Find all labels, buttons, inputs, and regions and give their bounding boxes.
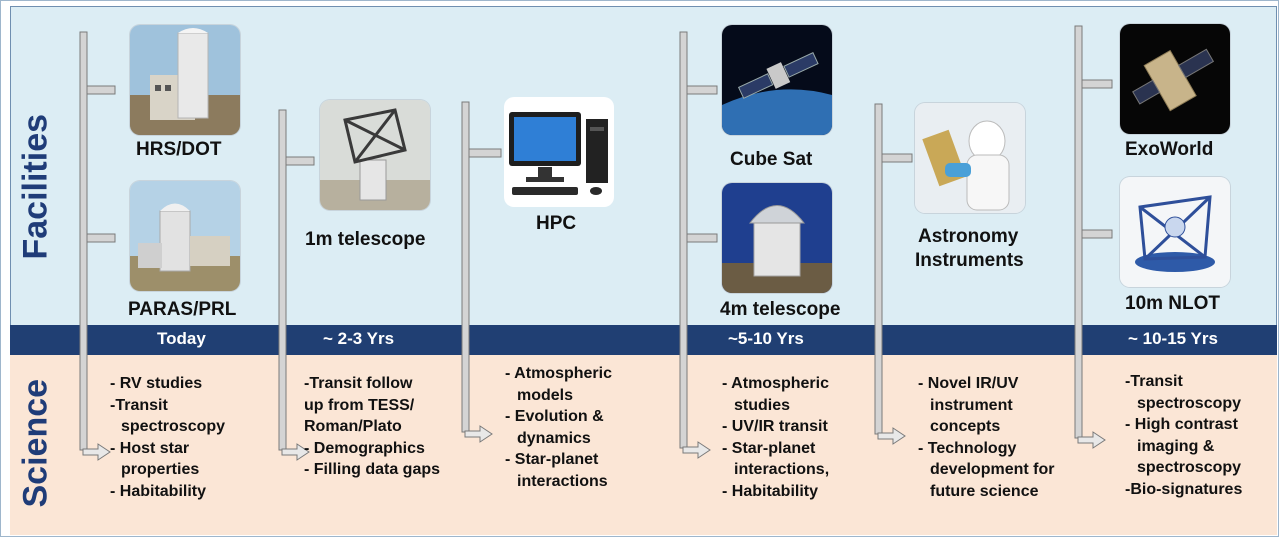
astronomy-instruments-line1: Astronomy (918, 226, 1019, 247)
hrs-dot-image (130, 25, 240, 135)
list-item: - Habitability (722, 482, 819, 500)
astronomy-instruments-label: Astronomy Instruments (915, 225, 1024, 273)
list-item: - Evolution & (505, 408, 604, 425)
timeline-5-10-yrs: ~5-10 Yrs (728, 329, 804, 348)
cube-sat-image (722, 25, 832, 135)
list-item: imaging & (1137, 437, 1215, 455)
science-list-instruments: - Novel IR/UV instrument concepts - Tech… (918, 373, 1054, 502)
paras-prl-label: PARAS/PRL (128, 299, 237, 320)
nlot-label: 10m NLOT (1125, 293, 1221, 314)
science-list-2-3-yrs: -Transit follow up from TESS/ Roman/Plat… (304, 373, 440, 481)
astronomy-instruments-line2: Instruments (915, 250, 1024, 271)
list-item: -Transit follow (304, 375, 413, 392)
timeline-today: Today (157, 329, 206, 348)
one-m-telescope-label: 1m telescope (305, 229, 426, 250)
exoworld-label: ExoWorld (1125, 139, 1214, 160)
list-item: dynamics (517, 429, 591, 447)
cube-sat-label: Cube Sat (730, 149, 813, 170)
timeline-10-15-yrs: ~ 10-15 Yrs (1128, 329, 1218, 348)
list-item: up from TESS/ (304, 396, 415, 414)
list-item: - RV studies (110, 375, 203, 392)
hpc-label: HPC (536, 213, 577, 234)
astronomy-instruments-image (915, 103, 1025, 213)
science-panel (10, 355, 1277, 535)
list-item: Roman/Plato (304, 418, 402, 435)
list-item: studies (734, 396, 791, 414)
list-item: - Technology (918, 439, 1017, 457)
nlot-image (1120, 177, 1230, 287)
list-item: - Atmospheric (722, 375, 829, 392)
list-item: -Bio-signatures (1125, 480, 1243, 498)
list-item: - Demographics (304, 439, 425, 457)
list-item: development for (930, 461, 1055, 478)
list-item: - Atmospheric (505, 365, 612, 382)
list-item: models (517, 386, 574, 404)
four-m-telescope-label: 4m telescope (720, 299, 841, 320)
list-item: -Transit (1125, 373, 1183, 390)
list-item: -Transit (110, 396, 168, 414)
list-item: concepts (930, 418, 1001, 435)
list-item: - Novel IR/UV (918, 375, 1019, 392)
four-m-telescope-image (722, 183, 832, 293)
list-item: - Habitability (110, 482, 207, 500)
hrs-dot-label: HRS/DOT (136, 139, 222, 160)
list-item: - Star-planet (505, 451, 599, 468)
science-list-interim: - Atmospheric models - Evolution & dynam… (505, 363, 612, 492)
timeline-band (10, 325, 1277, 355)
list-item: spectroscopy (121, 418, 226, 435)
list-item: instrument (930, 396, 1013, 414)
timeline-2-3-yrs: ~ 2-3 Yrs (323, 329, 395, 348)
exoworld-image (1120, 24, 1230, 134)
list-item: properties (121, 461, 200, 478)
list-item: - Star-planet (722, 439, 816, 457)
list-item: - High contrast (1125, 416, 1238, 433)
science-list-today: - RV studies -Transit spectroscopy - Hos… (110, 373, 225, 502)
one-m-telescope-image (320, 100, 430, 210)
paras-prl-image (130, 181, 240, 291)
list-item: spectroscopy (1137, 459, 1242, 476)
list-item: future science (930, 482, 1039, 500)
list-item: interactions (517, 472, 608, 490)
science-list-10-15-yrs: -Transit spectroscopy - High contrast im… (1125, 371, 1242, 500)
science-list-5-10-yrs: - Atmospheric studies - UV/IR transit - … (722, 373, 829, 502)
list-item: - Host star (110, 439, 190, 457)
list-item: - UV/IR transit (722, 418, 828, 435)
list-item: - Filling data gaps (304, 461, 441, 478)
hpc-image (504, 97, 614, 207)
list-item: spectroscopy (1137, 394, 1242, 412)
list-item: interactions, (734, 461, 830, 478)
